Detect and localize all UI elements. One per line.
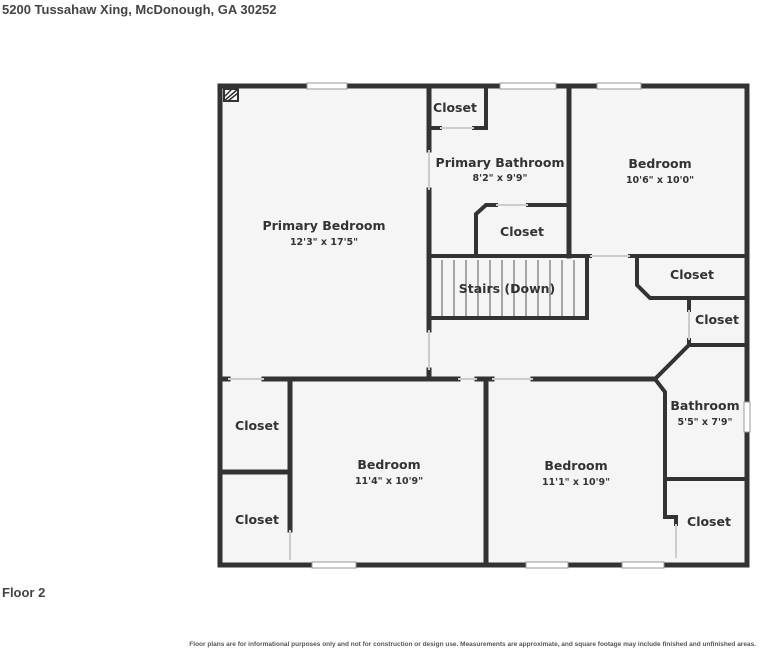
address-title: 5200 Tussahaw Xing, McDonough, GA 30252 [2,2,277,17]
room-primary-bedroom-name: Primary Bedroom [262,218,385,233]
room-primary-bedroom-dims: 12'3" x 17'5" [290,237,358,248]
walls [217,83,750,568]
stair-treads [441,260,575,316]
openings [228,127,690,560]
room-stairs-name: Stairs (Down) [459,281,556,296]
room-bedroom-sw-name: Bedroom [357,457,420,472]
room-bedroom-ne-name: Bedroom [628,156,691,171]
room-bedroom-s-dims: 11'1" x 10'9" [542,477,610,488]
room-closet-bath-name: Closet [500,224,544,239]
room-closet-e1-name: Closet [670,267,714,282]
room-primary-bathroom-name: Primary Bathroom [436,155,565,170]
room-primary-bathroom-dims: 8'2" x 9'9" [473,173,528,184]
disclaimer-text: Floor plans are for informational purpos… [189,641,756,648]
room-bathroom-name: Bathroom [670,398,739,413]
room-closet-top-name: Closet [433,100,477,115]
room-closet-se-name: Closet [687,514,731,529]
room-closet-w2-name: Closet [235,512,279,527]
room-bedroom-ne-dims: 10'6" x 10'0" [626,175,694,186]
room-bathroom-dims: 5'5" x 7'9" [678,417,733,428]
room-closet-e2-name: Closet [695,312,739,327]
floor-label: Floor 2 [2,585,46,600]
windows [306,82,751,569]
room-bedroom-sw-dims: 11'4" x 10'9" [355,476,423,487]
corner-vent-icon [223,88,239,102]
room-bedroom-s-name: Bedroom [544,458,607,473]
room-closet-w1-name: Closet [235,418,279,433]
